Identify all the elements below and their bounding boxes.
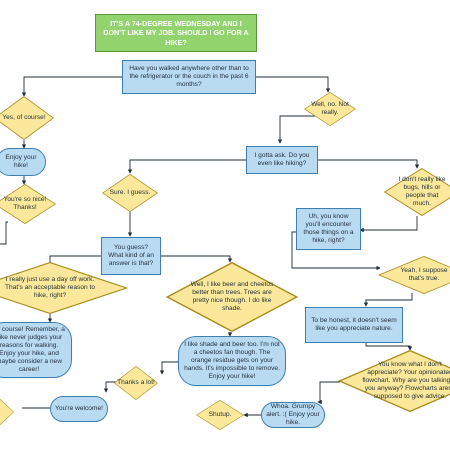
- decision-yes-of-course: Yes, of course!: [0, 96, 54, 140]
- edge-guess-to-beer: [160, 255, 233, 263]
- decision-day-off-label: I really just use a day off work. That's…: [5, 276, 95, 299]
- decision-know-what: You know what I don't appreciate? Your o…: [338, 350, 450, 412]
- decision-thanks-a-lot: Thanks a lot!: [114, 366, 158, 400]
- remember-note: Of course! Remember, a hike never judges…: [0, 322, 72, 378]
- decision-well-no: Well, no. Not really.: [304, 92, 356, 126]
- edge-honest-to-knowwhat: [365, 342, 413, 351]
- enjoy-your-hike: Enjoy your hike!: [0, 148, 46, 176]
- decision-thanks-a-lot-label: Thanks a lot!: [117, 379, 155, 387]
- decision-beer-cheetos: Well, I like beer and cheetos better tha…: [166, 262, 298, 332]
- decision-day-off: I really just use a day off work. That's…: [0, 262, 128, 314]
- decision-dont-like-bugs-label: I don't really like bugs, hills or peopl…: [398, 176, 446, 207]
- decision-well-no-label: Well, no. Not really.: [311, 101, 349, 116]
- edge-knowwhat-to-grumpy: [317, 381, 340, 405]
- edge-ask-to-sure: [127, 159, 248, 174]
- edge-shade-to-thanks: [159, 361, 178, 375]
- edge-ask-to-bugs: [317, 159, 420, 169]
- welcome-note: You're welcome!: [50, 396, 108, 422]
- edge-nice-loop: [0, 221, 8, 245]
- decision-know-what-label: You know what I don't appreciate? Your o…: [362, 361, 450, 400]
- shade-beer-note: I like shade and beer too. I'm not a che…: [178, 336, 286, 386]
- decision-yes-of-course-label: Yes, of course!: [2, 114, 46, 122]
- question-you-guess: You guess? What kind of an answer is tha…: [101, 237, 161, 275]
- edge-q-to-no: [255, 76, 331, 93]
- decision-suppose-true: Yeah, I suppose that's true.: [378, 256, 450, 294]
- decision-shutup-label: Shutup.: [208, 411, 232, 419]
- decision-sure-guess-label: Sure. I guess.: [109, 189, 151, 197]
- decision-suppose-true-label: Yeah, I suppose that's true.: [400, 267, 448, 282]
- decision-so-nice: You're so nice! Thanks!: [0, 184, 56, 224]
- decision-sure-guess: Sure. I guess.: [102, 174, 158, 212]
- question-like-hiking: I gotta ask. Do you even like hiking?: [246, 146, 318, 174]
- decision-shutup: Shutup.: [196, 400, 244, 430]
- honest-note: To be honest, it doesn't seem like you a…: [305, 307, 403, 343]
- edge-suppose-to-honest: [363, 293, 413, 307]
- decision-dont-like-bugs: I don't really like bugs, hills or peopl…: [384, 168, 450, 216]
- edge-bugs-to-encounter: [359, 216, 418, 233]
- grumpy-note: Whoa. Grumpy alert. :( Enjoy your hike.: [261, 402, 325, 428]
- decision-offscreen-left: [0, 396, 14, 428]
- decision-beer-cheetos-label: Well, I like beer and cheetos better tha…: [190, 281, 274, 312]
- edge-q-to-yes: [21, 76, 124, 97]
- page-title: IT'S A 74-DEGREE WEDNESDAY AND I DON'T L…: [95, 14, 257, 52]
- edge-no-to-ask: [277, 115, 315, 144]
- decision-so-nice-label: You're so nice! Thanks!: [3, 196, 47, 211]
- question-walked: Have you walked anywhere other than to t…: [122, 60, 256, 94]
- edge-encounter-to-suppose: [291, 231, 381, 271]
- encounter-note: Uh, you know you'll encounter those thin…: [296, 208, 361, 250]
